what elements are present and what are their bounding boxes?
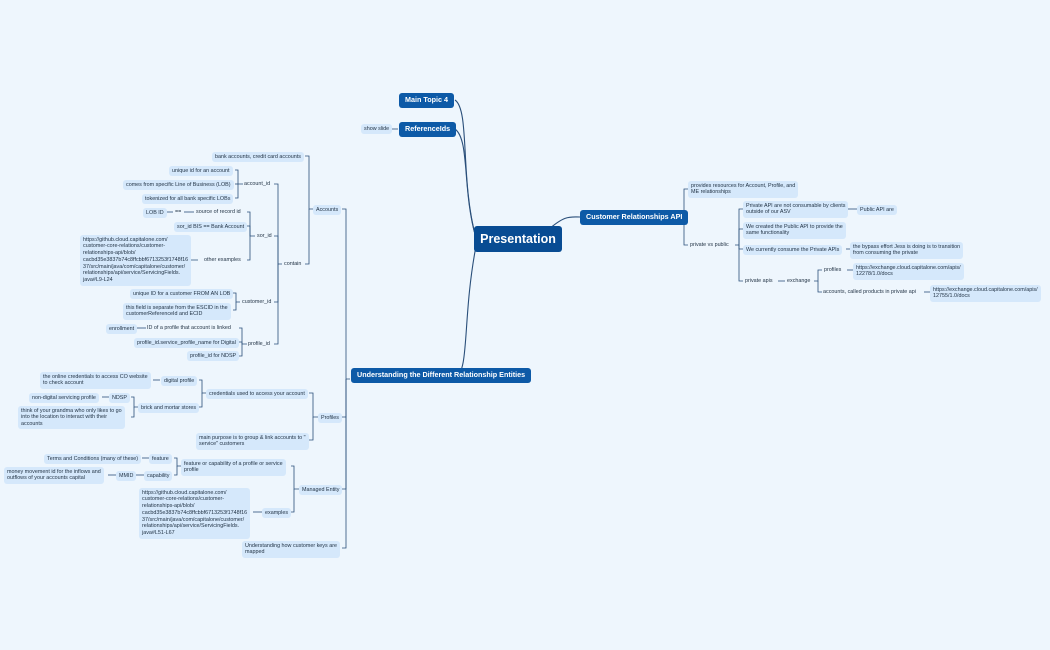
profile-id-ndsp-node[interactable]: profile_id for NDSP [187,351,240,361]
understanding-relationship-entities-topic[interactable]: Understanding the Different Relationship… [351,368,532,383]
profiles-exchange-url-node[interactable]: https://exchange.cloud.capitalone.com/ap… [853,263,964,280]
consume-private-apis-node[interactable]: We currently consume the Private APIs [743,245,843,255]
public-api-are-node[interactable]: Public API are [857,205,897,215]
field-separate-escid-node[interactable]: this field is separate from the ESCID in… [123,303,231,320]
money-movement-node[interactable]: money movement id for the inflows and ou… [4,467,104,484]
id-of-profile-node[interactable]: ID of a profile that account is linked [147,325,231,331]
reference-ids-topic[interactable]: ReferenceIds [399,122,457,137]
grandma-example-node[interactable]: think of your grandma who only likes to … [18,406,125,430]
accounts-called-products-node[interactable]: accounts, called products in private api [823,289,916,295]
contain-node[interactable]: contain [284,261,302,267]
feature-node[interactable]: feature [149,454,172,464]
customer-relationships-api-topic[interactable]: Customer Relationships API [580,210,689,225]
profile-id-node[interactable]: profile_id [248,341,270,347]
show-slide-node[interactable]: show slide [361,124,393,134]
feature-capability-node[interactable]: feature or capability of a profile or se… [181,459,286,476]
main-topic-4[interactable]: Main Topic 4 [399,93,454,108]
accounts-exchange-url-node[interactable]: https://exchange.cloud.capitalone.com/ap… [930,285,1041,302]
online-credentials-node[interactable]: the online credentials to access CO webs… [40,372,151,389]
managed-entity-node[interactable]: Managed Entity [299,485,343,495]
accounts-node[interactable]: Accounts [313,205,342,215]
bank-accounts-node[interactable]: bank accounts, credit card accounts [212,152,304,162]
github-link-node-2[interactable]: https://github.cloud.capitalone.com/ cus… [139,488,251,539]
exchange-node[interactable]: exchange [787,278,811,284]
comes-from-lob-node[interactable]: comes from specific Line of Business (LO… [123,180,234,190]
ndsp-node[interactable]: NDSP [109,393,130,403]
mmid-node[interactable]: MMID [116,471,137,481]
github-link-node-1[interactable]: https://github.cloud.capitalone.com/ cus… [80,235,192,286]
provides-resources-node[interactable]: provides resources for Account, Profile,… [688,181,799,198]
brick-and-mortar-node[interactable]: brick and mortar stores [138,403,200,413]
service-profile-name-node[interactable]: profile_id.service_profile_name for Digi… [134,338,239,348]
sor-bis-node[interactable]: sor_id BIS == Bank Account [174,222,248,232]
account-id-node[interactable]: account_id [244,181,271,187]
capability-node[interactable]: capability [144,471,173,481]
digital-profile-node[interactable]: digital profile [161,376,198,386]
examples-node[interactable]: examples [262,508,292,518]
created-public-api-node[interactable]: We created the Public API to provide the… [743,222,846,239]
other-examples-node[interactable]: other examples [204,257,241,263]
private-apis-node[interactable]: private apis [745,278,773,284]
equals-node[interactable]: == [175,209,182,215]
private-not-consumable-node[interactable]: Private API are not consumable by client… [743,201,849,218]
credentials-node[interactable]: credentials used to access your account [206,389,308,399]
enrollment-node[interactable]: enrollment [106,324,138,334]
profiles-node[interactable]: Profiles [318,413,342,423]
central-topic[interactable]: Presentation [474,226,562,252]
non-digital-profile-node[interactable]: non-digital servicing profile [29,393,99,403]
lob-id-node[interactable]: LOB ID [143,208,167,218]
source-of-record-node[interactable]: source of record id [196,209,241,215]
customer-id-node[interactable]: customer_id [242,299,272,305]
exchange-profiles-node[interactable]: profiles [824,267,842,273]
customer-keys-node[interactable]: Understanding how customer keys are mapp… [242,541,340,558]
private-vs-public-node[interactable]: private vs public [690,242,729,248]
terms-conditions-node[interactable]: Terms and Conditions (many of these) [44,454,142,464]
main-purpose-node[interactable]: main purpose is to group & link accounts… [196,433,309,450]
bypass-effort-node[interactable]: the bypass effort Jess is doing is to tr… [850,242,964,259]
unique-id-account-node[interactable]: unique id for an account [169,166,233,176]
tokenized-node[interactable]: tokenized for all bank specific LOBs [142,194,234,204]
sor-id-node[interactable]: sor_id [257,233,272,239]
unique-customer-id-node[interactable]: unique ID for a customer FROM AN LOB [130,289,234,299]
